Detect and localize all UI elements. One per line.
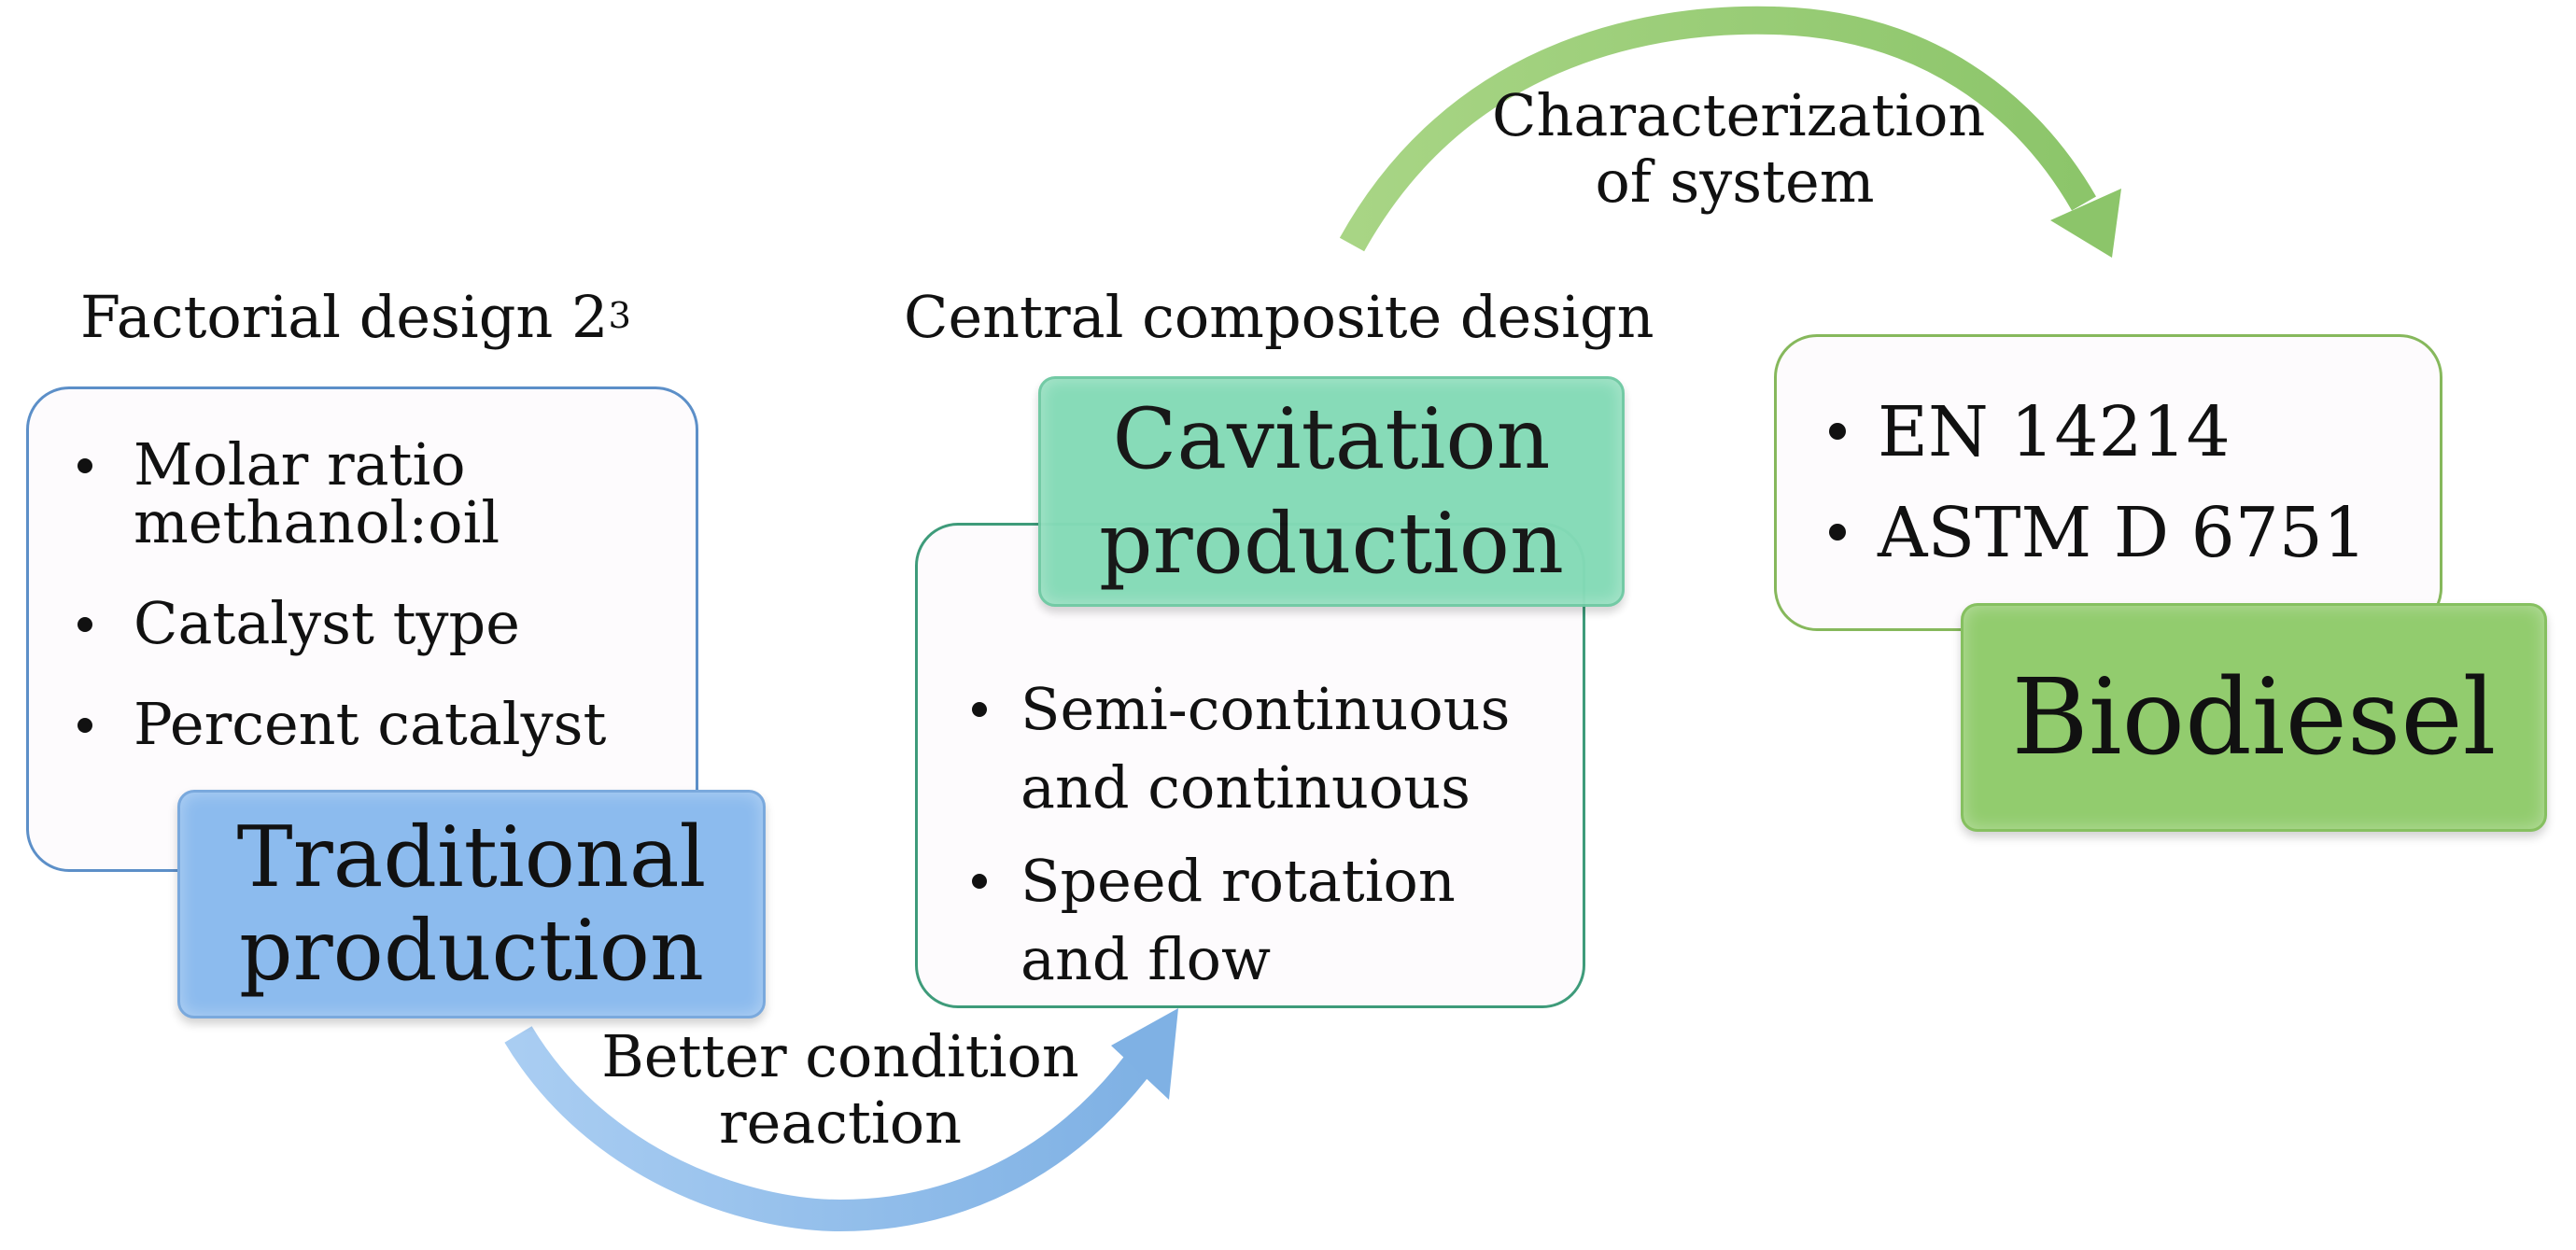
- arrow-characterization-head: [2050, 189, 2121, 258]
- traditional-factors-box: Molar ratio methanol:oil Catalyst type P…: [26, 386, 698, 872]
- central-composite-caption: Central composite design: [904, 283, 1654, 351]
- arrow-characterization: [1339, 6, 2097, 252]
- list-item: ASTM D 6751: [1829, 483, 2367, 583]
- better-condition-caption: Better condition reaction: [601, 1022, 1079, 1158]
- cavitation-production-label: Cavitation production: [1038, 376, 1625, 607]
- list-item: Catalyst type: [77, 595, 606, 653]
- traditional-production-label: Traditional production: [177, 790, 766, 1018]
- traditional-factors-list: Molar ratio methanol:oil Catalyst type P…: [77, 436, 607, 796]
- characterization-caption: Characterization of system: [1492, 81, 1986, 217]
- factorial-exponent: 3: [608, 295, 631, 338]
- cavitation-factors-list: Semi-continuous and continuous Speed rot…: [971, 670, 1510, 1014]
- list-item: Percent catalyst: [77, 690, 607, 758]
- factorial-design-caption: Factorial design 23: [80, 283, 631, 351]
- list-item: Speed rotation and flow: [971, 842, 1510, 999]
- list-item: Molar ratio methanol:oil: [77, 436, 606, 552]
- list-item: Semi-continuous and continuous: [971, 670, 1510, 827]
- biodiesel-standards-box: EN 14214 ASTM D 6751: [1774, 334, 2442, 631]
- arrow-better-condition-head: [1111, 1008, 1178, 1100]
- biodiesel-standards-list: EN 14214 ASTM D 6751: [1829, 382, 2367, 583]
- biodiesel-label: Biodiesel: [1961, 603, 2547, 832]
- list-item: EN 14214: [1829, 382, 2367, 483]
- arrow-better-condition: [504, 1026, 1160, 1232]
